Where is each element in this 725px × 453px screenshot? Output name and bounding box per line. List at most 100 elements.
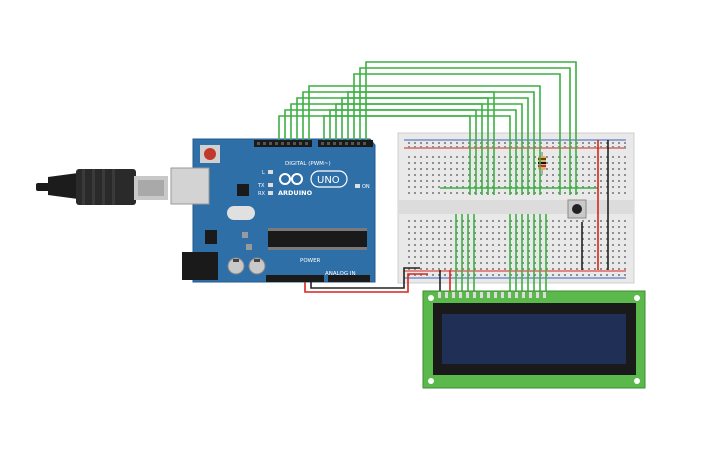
breadboard-hole[interactable] (432, 274, 434, 276)
breadboard-hole[interactable] (450, 244, 452, 246)
breadboard-hole[interactable] (600, 168, 602, 170)
breadboard-hole[interactable] (588, 268, 590, 270)
breadboard-hole[interactable] (426, 186, 428, 188)
breadboard-hole[interactable] (444, 220, 446, 222)
breadboard-hole[interactable] (624, 256, 626, 258)
breadboard-hole[interactable] (576, 274, 578, 276)
breadboard-hole[interactable] (588, 186, 590, 188)
breadboard-hole[interactable] (570, 142, 572, 144)
breadboard-hole[interactable] (564, 174, 566, 176)
breadboard-hole[interactable] (438, 256, 440, 258)
breadboard-hole[interactable] (588, 226, 590, 228)
breadboard-hole[interactable] (570, 232, 572, 234)
breadboard-hole[interactable] (492, 174, 494, 176)
breadboard-hole[interactable] (528, 142, 530, 144)
breadboard-hole[interactable] (594, 162, 596, 164)
breadboard-hole[interactable] (498, 250, 500, 252)
breadboard-hole[interactable] (504, 232, 506, 234)
breadboard-hole[interactable] (582, 186, 584, 188)
breadboard-hole[interactable] (606, 180, 608, 182)
breadboard-hole[interactable] (540, 146, 542, 148)
breadboard-hole[interactable] (414, 174, 416, 176)
breadboard-hole[interactable] (558, 192, 560, 194)
breadboard-hole[interactable] (432, 268, 434, 270)
breadboard-hole[interactable] (456, 146, 458, 148)
breadboard-hole[interactable] (570, 262, 572, 264)
breadboard-hole[interactable] (624, 250, 626, 252)
breadboard-hole[interactable] (540, 186, 542, 188)
breadboard-hole[interactable] (486, 180, 488, 182)
breadboard-hole[interactable] (588, 238, 590, 240)
breadboard-hole[interactable] (462, 192, 464, 194)
breadboard-hole[interactable] (450, 162, 452, 164)
breadboard-hole[interactable] (468, 226, 470, 228)
breadboard-hole[interactable] (444, 142, 446, 144)
breadboard-hole[interactable] (546, 250, 548, 252)
breadboard-hole[interactable] (414, 186, 416, 188)
breadboard-hole[interactable] (594, 250, 596, 252)
breadboard-hole[interactable] (468, 142, 470, 144)
breadboard-hole[interactable] (432, 142, 434, 144)
breadboard-hole[interactable] (528, 274, 530, 276)
breadboard-hole[interactable] (552, 262, 554, 264)
breadboard-hole[interactable] (600, 174, 602, 176)
breadboard-hole[interactable] (582, 226, 584, 228)
breadboard-hole[interactable] (408, 162, 410, 164)
breadboard-hole[interactable] (606, 174, 608, 176)
breadboard-hole[interactable] (534, 168, 536, 170)
breadboard-hole[interactable] (624, 232, 626, 234)
breadboard-hole[interactable] (558, 156, 560, 158)
breadboard-hole[interactable] (582, 274, 584, 276)
breadboard-hole[interactable] (456, 232, 458, 234)
breadboard-hole[interactable] (558, 186, 560, 188)
breadboard-hole[interactable] (522, 156, 524, 158)
breadboard-hole[interactable] (432, 162, 434, 164)
breadboard-hole[interactable] (552, 174, 554, 176)
breadboard-hole[interactable] (504, 168, 506, 170)
breadboard-hole[interactable] (528, 238, 530, 240)
breadboard-hole[interactable] (474, 250, 476, 252)
breadboard-hole[interactable] (612, 162, 614, 164)
breadboard-hole[interactable] (492, 262, 494, 264)
breadboard-hole[interactable] (438, 180, 440, 182)
breadboard-hole[interactable] (438, 186, 440, 188)
breadboard-hole[interactable] (462, 146, 464, 148)
breadboard-hole[interactable] (576, 232, 578, 234)
breadboard-hole[interactable] (582, 192, 584, 194)
breadboard-hole[interactable] (456, 156, 458, 158)
breadboard-hole[interactable] (498, 238, 500, 240)
breadboard-hole[interactable] (516, 168, 518, 170)
breadboard-hole[interactable] (450, 220, 452, 222)
breadboard-hole[interactable] (498, 162, 500, 164)
breadboard-hole[interactable] (492, 142, 494, 144)
breadboard-hole[interactable] (450, 186, 452, 188)
breadboard-hole[interactable] (432, 156, 434, 158)
breadboard-hole[interactable] (438, 250, 440, 252)
breadboard-hole[interactable] (426, 262, 428, 264)
breadboard-hole[interactable] (540, 180, 542, 182)
breadboard-hole[interactable] (408, 262, 410, 264)
breadboard-hole[interactable] (498, 274, 500, 276)
breadboard-hole[interactable] (582, 146, 584, 148)
breadboard-hole[interactable] (516, 274, 518, 276)
breadboard-hole[interactable] (426, 146, 428, 148)
breadboard-hole[interactable] (564, 268, 566, 270)
breadboard-hole[interactable] (504, 274, 506, 276)
breadboard-hole[interactable] (582, 168, 584, 170)
breadboard-hole[interactable] (564, 244, 566, 246)
lcd-pin[interactable] (494, 292, 497, 298)
breadboard-hole[interactable] (492, 192, 494, 194)
breadboard-hole[interactable] (612, 238, 614, 240)
lcd-pin[interactable] (452, 292, 455, 298)
breadboard-hole[interactable] (414, 244, 416, 246)
breadboard-hole[interactable] (618, 256, 620, 258)
breadboard-hole[interactable] (618, 192, 620, 194)
breadboard-hole[interactable] (582, 162, 584, 164)
breadboard-hole[interactable] (594, 156, 596, 158)
breadboard-hole[interactable] (432, 220, 434, 222)
breadboard-hole[interactable] (492, 180, 494, 182)
breadboard-hole[interactable] (444, 156, 446, 158)
breadboard-hole[interactable] (552, 168, 554, 170)
breadboard-hole[interactable] (450, 192, 452, 194)
breadboard-hole[interactable] (540, 220, 542, 222)
